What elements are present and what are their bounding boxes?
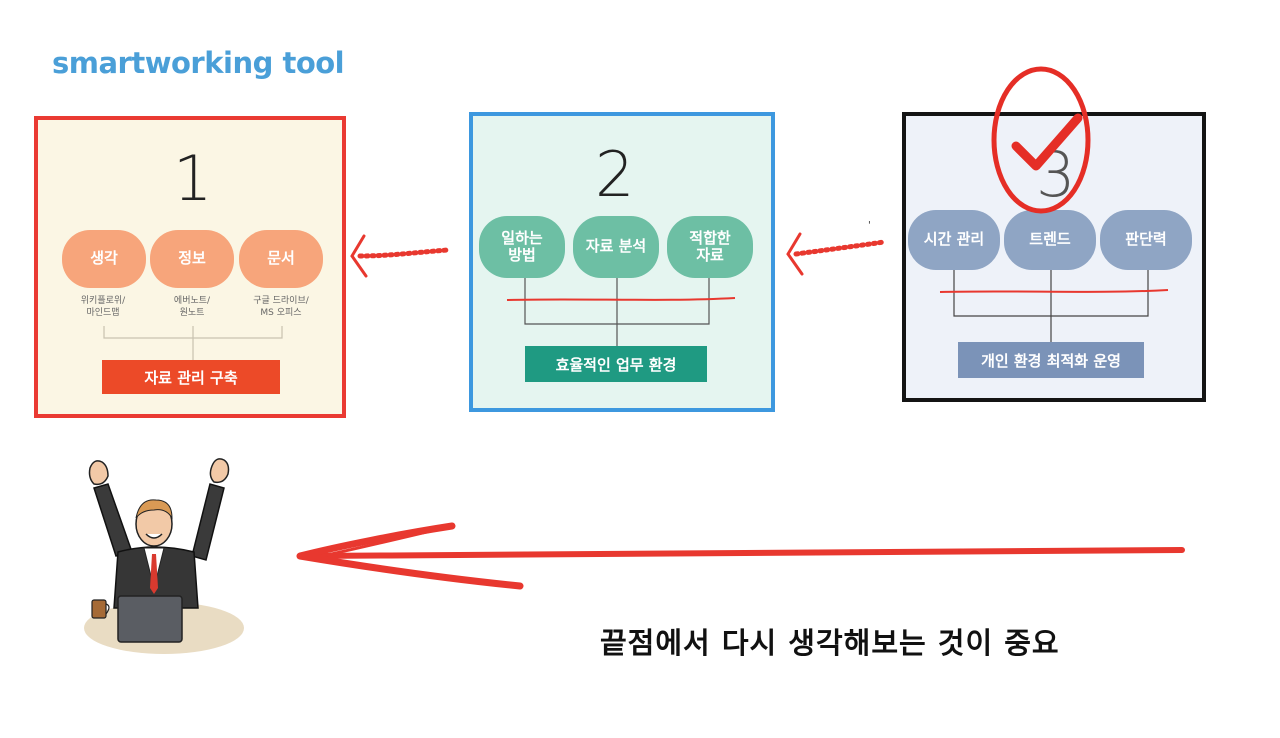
pill-suitable-data: 적합한 자료 [667,216,753,278]
panel-1: 1 생각 정보 문서 위키플로위/ 마인드맵 에버노트/ 원노트 구글 드라이브… [34,116,346,418]
bottom-caption: 끝점에서 다시 생각해보는 것이 중요 [600,626,1060,660]
dotted-arrow-3-to-2 [786,232,887,276]
sub-label-information: 에버노트/ 원노트 [173,296,211,318]
laptop-icon [117,595,183,643]
pill-document: 문서 [239,230,323,288]
panel-2: 2 일하는 방법 자료 분석 적합한 자료 효율적인 업무 환경 [469,112,775,412]
panel-2-number: 2 [595,138,635,211]
check-circle-icon [991,66,1091,214]
pill-thought: 생각 [62,230,146,288]
pill-trend: 트렌드 [1004,210,1096,270]
pill-time-management: 시간 관리 [908,210,1000,270]
page-title: smartworking tool [52,46,345,80]
panel-3-connector-lines [939,270,1169,342]
sub-label-thought: 위키플로위/ 마인드맵 [80,296,126,318]
pill-data-analysis: 자료 분석 [573,216,659,278]
panel-1-connector-lines [103,326,283,360]
mug-icon [91,599,107,619]
cheering-man-illustration [84,458,244,654]
bar-personal-optimization: 개인 환경 최적화 운영 [958,342,1144,378]
panel-3: 3 시간 관리 트렌드 판단력 개인 환경 최적화 운영 [902,112,1206,402]
pill-working-method: 일하는 방법 [479,216,565,278]
stray-mark: ' [868,220,871,231]
sub-label-document: 구글 드라이브/ MS 오피스 [253,296,309,318]
panel-2-connector-lines [506,278,736,346]
long-red-arrow [296,522,1185,590]
bar-data-management: 자료 관리 구축 [102,360,280,394]
bar-efficient-environment: 효율적인 업무 환경 [525,346,707,382]
panel-1-number: 1 [173,142,213,215]
pill-judgment: 판단력 [1100,210,1192,270]
pill-information: 정보 [150,230,234,288]
dotted-arrow-2-to-1 [350,234,451,278]
